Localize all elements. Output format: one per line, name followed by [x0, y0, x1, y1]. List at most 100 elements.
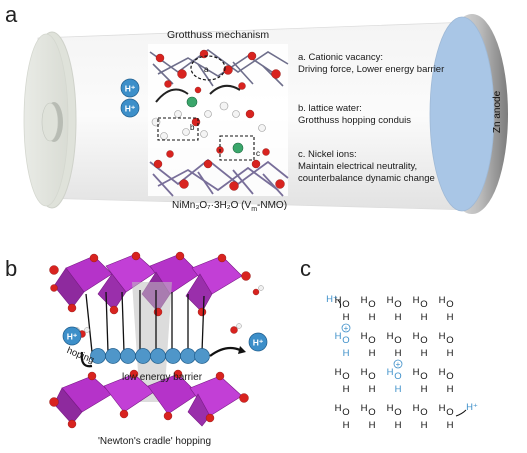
- hydrogen-atom: H: [387, 367, 394, 378]
- oxygen-atom: O: [394, 299, 401, 310]
- hydrogen-atom: H: [421, 312, 428, 323]
- incoming-proton: H⁺: [326, 294, 338, 305]
- hydrogen-atom: H: [369, 348, 376, 359]
- marker-a-label: a: [204, 65, 209, 74]
- hydrogen-atom: H: [343, 312, 350, 323]
- oxygen-atoms-b: [49, 251, 251, 429]
- hydrogen-atom: H: [369, 312, 376, 323]
- hydrogen-atom: H: [343, 384, 350, 395]
- caption-c-body: Maintain electrical neutrality,: [298, 161, 418, 172]
- oxygen-atom: O: [368, 299, 375, 310]
- oxygen-atom: O: [394, 371, 401, 382]
- outgoing-proton: H⁺: [466, 402, 478, 413]
- hopping-in-arrow: [80, 351, 93, 368]
- caption-a-title: a. Cationic vacancy:: [298, 52, 384, 63]
- hydrogen-atom: H: [421, 420, 428, 431]
- hopping-arrow: [209, 84, 241, 95]
- proton-release-arrow: [455, 409, 467, 417]
- bottom-octahedra: [53, 373, 243, 427]
- hydrogen-atom: H: [387, 331, 394, 342]
- formula-sub: m: [251, 206, 258, 213]
- hydrogen-atom: H: [439, 331, 446, 342]
- hydrogen-atom: H: [439, 295, 446, 306]
- newtons-cradle-caption: 'Newton's cradle' hopping: [98, 436, 212, 447]
- panel-a-letter: a: [5, 2, 18, 27]
- zn-anode-label: Zn anode: [492, 90, 503, 133]
- svg-text:H⁺: H⁺: [67, 332, 78, 342]
- hopping-out-arrow: [209, 346, 241, 357]
- charge-sign: +: [344, 324, 349, 333]
- hydrogen-atom: H: [369, 420, 376, 431]
- hydrogen-atom: H: [421, 348, 428, 359]
- hydrogen-atom: H: [413, 331, 420, 342]
- panel-b-letter: b: [5, 256, 18, 281]
- marker-c-label: c: [256, 149, 260, 158]
- hopping-arrow: [155, 88, 189, 103]
- oxygen-atom: O: [342, 299, 349, 310]
- hydrogen-atom: H: [439, 403, 446, 414]
- hydrogen-atom: H: [447, 312, 454, 323]
- hydrogen-atom: H: [335, 367, 342, 378]
- proton-icon-a1: H⁺: [120, 78, 140, 98]
- hydrogen-atom: H: [387, 403, 394, 414]
- bottom-octahedra-layer: [149, 158, 289, 197]
- nmo-crystal-structure: a b c: [148, 44, 289, 197]
- oxygen-atom: O: [446, 335, 453, 346]
- hydrogen-atom: H: [395, 384, 402, 395]
- nickel-marker-c: [219, 135, 255, 161]
- hydrogen-atom: H: [395, 420, 402, 431]
- oxygen-atom: O: [342, 335, 349, 346]
- svg-text:H⁺: H⁺: [125, 84, 136, 94]
- hydrogen-atom: H: [413, 295, 420, 306]
- hydrogen-atom: H: [361, 367, 368, 378]
- grotthuss-title: Grotthuss mechanism: [167, 29, 270, 41]
- nickel-ion: [232, 142, 244, 154]
- oxygen-atom: O: [446, 371, 453, 382]
- hydrogen-atom: H: [343, 348, 350, 359]
- top-octahedra-layer: [149, 49, 289, 87]
- caption-b-title: b. lattice water:: [298, 103, 362, 114]
- hydrogen-atom: H: [447, 348, 454, 359]
- oxygen-atom: O: [446, 407, 453, 418]
- hydrogen-atom: H: [387, 295, 394, 306]
- oxygen-atom: O: [368, 335, 375, 346]
- hydrogen-atom: H: [335, 331, 342, 342]
- formula-main: NiMn₃O₇·3H₂O (V: [172, 200, 252, 211]
- water-marker-b: [157, 117, 199, 141]
- hydrogen-atom: H: [343, 420, 350, 431]
- hydrogen-atom: H: [395, 312, 402, 323]
- hydrogen-atom: H: [413, 367, 420, 378]
- hydrogen-atom: H: [361, 331, 368, 342]
- oxygen-atom: O: [394, 407, 401, 418]
- proton-icon-b-left: H⁺: [62, 326, 82, 346]
- oxygen-atom: O: [420, 335, 427, 346]
- caption-b-body: Grotthuss hopping conduis: [298, 115, 412, 126]
- hydrogen-atom: H: [335, 403, 342, 414]
- hydrogen-atom: H: [421, 384, 428, 395]
- hydrogen-atom: H: [395, 348, 402, 359]
- charge-circle: [341, 323, 351, 333]
- zn-anode-face: [429, 16, 495, 212]
- formula-label: NiMn₃O₇·3H₂O (Vm-NMO): [172, 200, 287, 216]
- svg-text:H⁺: H⁺: [125, 104, 136, 114]
- oxygen-atom: O: [446, 299, 453, 310]
- formula-end: -NMO): [257, 200, 288, 211]
- low-energy-barrier-label: low energy barrier: [122, 372, 203, 383]
- hydrogen-atom: H: [447, 420, 454, 431]
- newtons-cradle-illustration: [49, 251, 264, 429]
- oxygen-atom: O: [420, 407, 427, 418]
- caption-a-body: Driving force, Lower energy barrier: [298, 64, 445, 75]
- oxygen-atom: O: [368, 407, 375, 418]
- svg-text:H⁺: H⁺: [253, 338, 264, 348]
- proton-icon-a2: H⁺: [120, 98, 140, 118]
- charge-circle: [393, 359, 403, 369]
- caption-c-title: c. Nickel ions:: [298, 149, 357, 160]
- caption-c-body2: counterbalance dynamic change: [298, 173, 435, 184]
- cradle-balls: [90, 348, 210, 364]
- marker-b-label: b: [190, 123, 195, 132]
- hydrogen-atom: H: [361, 403, 368, 414]
- oxygen-atom: O: [420, 371, 427, 382]
- oxygen-atom: O: [342, 407, 349, 418]
- charge-sign: +: [396, 360, 401, 369]
